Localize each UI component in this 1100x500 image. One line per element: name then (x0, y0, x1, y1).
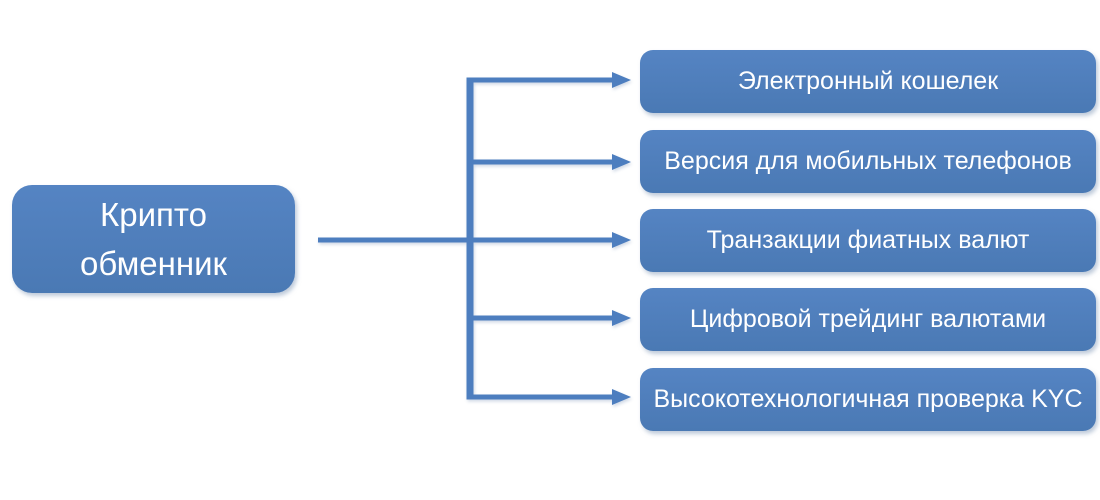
branch-node-fiat-transactions: Транзакции фиатных валют (640, 209, 1096, 272)
branch-node-electronic-wallet: Электронный кошелек (640, 50, 1096, 113)
arrowhead-icon (612, 389, 631, 405)
branch-node-digital-currency-trading: Цифровой трейдинг валютами (640, 288, 1096, 351)
arrowhead-icon (612, 72, 631, 88)
branch-label: Электронный кошелек (737, 67, 999, 95)
root-node-label-line2: обменник (80, 245, 227, 282)
arrowhead-icon (612, 310, 631, 326)
branch-node-mobile-version: Версия для мобильных телефонов (640, 130, 1096, 193)
branch-label: Транзакции фиатных валют (706, 226, 1030, 254)
arrowhead-icon (612, 232, 631, 248)
branch-label: Высокотехнологичная проверка KYC (653, 385, 1083, 413)
branch-label: Версия для мобильных телефонов (664, 147, 1072, 175)
root-node-label-line1: Крипто (100, 195, 207, 233)
branch-label: Цифровой трейдинг валютами (689, 305, 1047, 333)
branch-node-kyc-verification: Высокотехнологичная проверка KYC (640, 368, 1096, 431)
root-node-crypto-exchanger: Крипто обменник (12, 185, 295, 293)
arrowhead-icon (612, 154, 631, 170)
